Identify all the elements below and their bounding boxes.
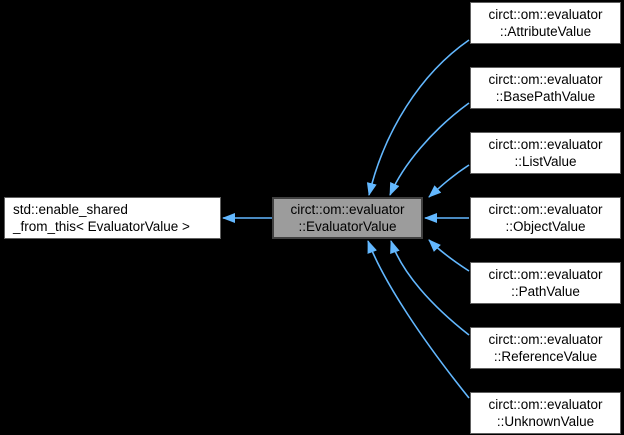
node-label-line: std::enable_shared (13, 202, 128, 217)
node-label-line: ::ObjectValue (505, 219, 586, 234)
node-label-line: ::EvaluatorValue (298, 219, 397, 234)
node-label-line: ::BasePathValue (495, 89, 596, 104)
node-label-line: circt::om::evaluator (488, 397, 603, 412)
node-label-line: circt::om::evaluator (488, 7, 603, 22)
node-evaluatorvalue-current: circt::om::evaluator ::EvaluatorValue (272, 197, 423, 239)
inheritance-arrow-listvalue (428, 164, 470, 198)
node-label-line: ::ListValue (514, 154, 577, 169)
node-enable-shared-from-this: std::enable_shared _from_this< Evaluator… (4, 197, 221, 239)
node-label-line: ::AttributeValue (499, 24, 592, 39)
inheritance-arrow-basepathvalue (389, 102, 470, 196)
node-label-line: circt::om::evaluator (488, 137, 603, 152)
inheritance-arrow-attributevalue (366, 39, 470, 196)
node-label-line: _from_this< EvaluatorValue > (13, 219, 190, 234)
inheritance-arrow-referencevalue (390, 240, 470, 336)
inheritance-arrow-unknownvalue (367, 240, 470, 399)
node-label-line: circt::om::evaluator (290, 202, 405, 217)
inheritance-arrow-pathvalue (428, 239, 470, 272)
node-label-line: ::ReferenceValue (493, 349, 598, 364)
node-basepathvalue[interactable]: circt::om::evaluator ::BasePathValue (470, 67, 621, 109)
node-label-line: circt::om::evaluator (488, 202, 603, 217)
node-label-line: circt::om::evaluator (488, 72, 603, 87)
node-label-line: circt::om::evaluator (488, 332, 603, 347)
node-attributevalue[interactable]: circt::om::evaluator ::AttributeValue (470, 2, 621, 44)
node-label-line: ::PathValue (511, 284, 580, 299)
node-objectvalue[interactable]: circt::om::evaluator ::ObjectValue (470, 197, 621, 239)
node-referencevalue[interactable]: circt::om::evaluator ::ReferenceValue (470, 327, 621, 369)
node-label-line: ::UnknownValue (496, 414, 595, 429)
node-pathvalue[interactable]: circt::om::evaluator ::PathValue (470, 262, 621, 304)
node-unknownvalue[interactable]: circt::om::evaluator ::UnknownValue (470, 392, 621, 434)
node-label-line: circt::om::evaluator (488, 267, 603, 282)
node-listvalue[interactable]: circt::om::evaluator ::ListValue (470, 132, 621, 174)
